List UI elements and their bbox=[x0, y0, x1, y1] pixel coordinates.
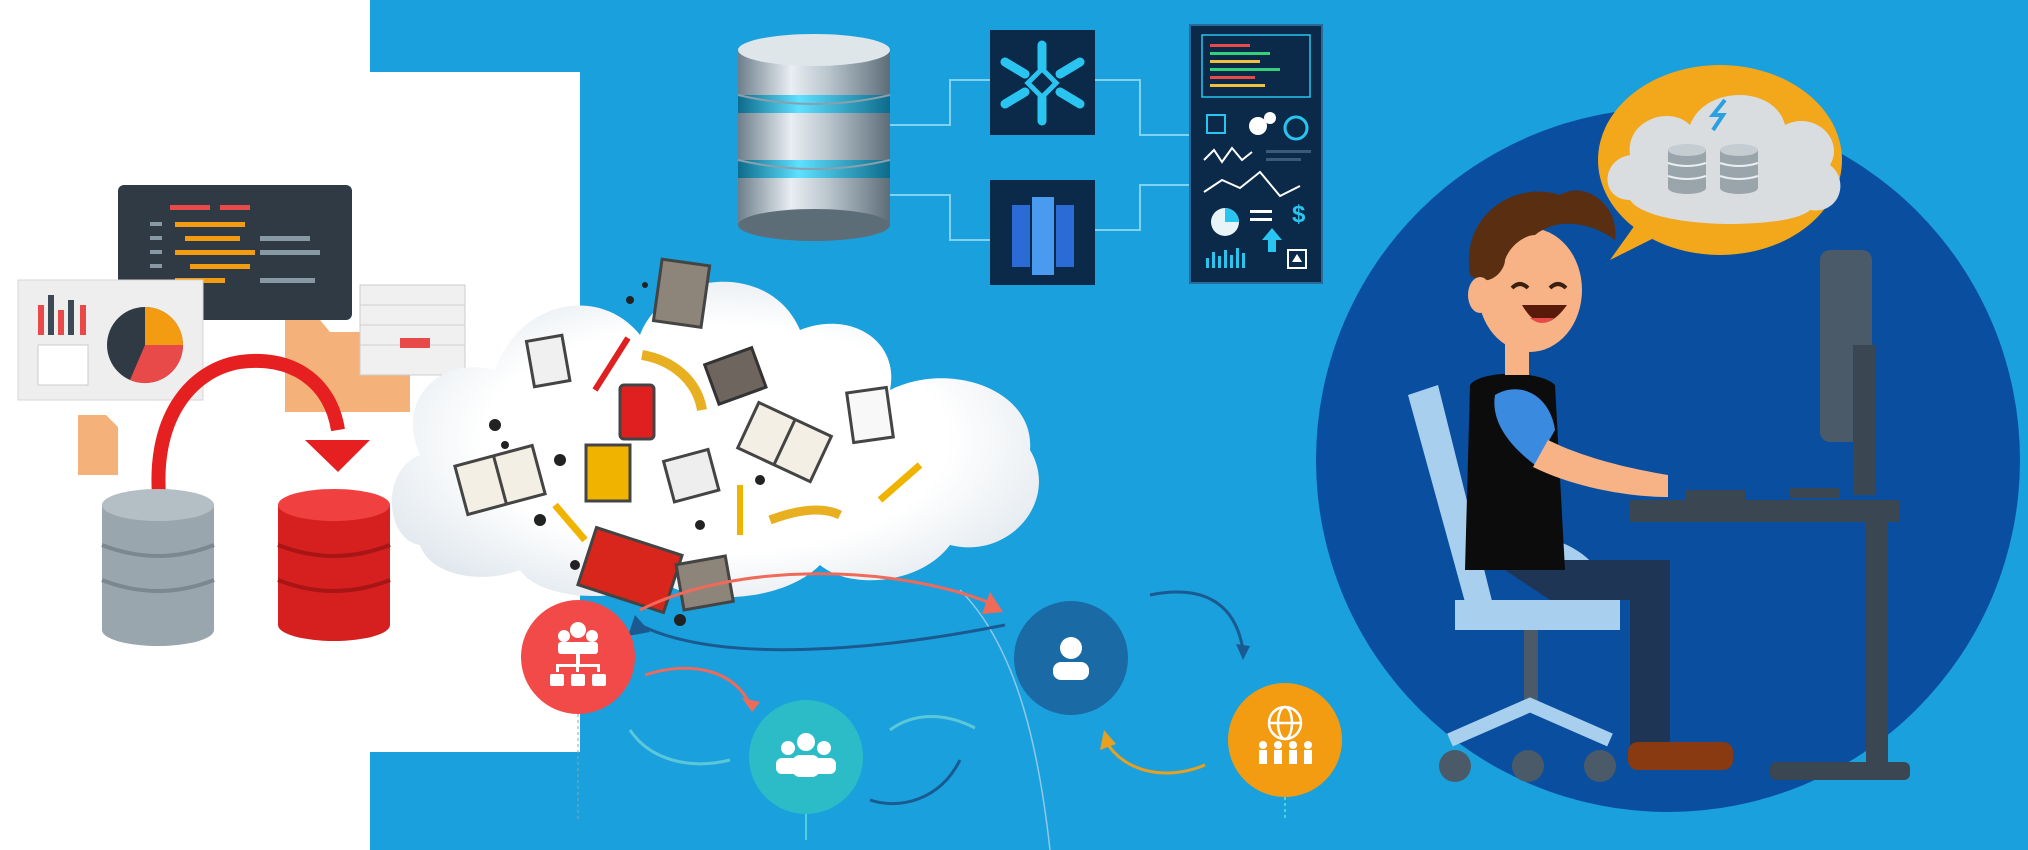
flow-arrow bbox=[869, 759, 962, 806]
redshift-icon bbox=[990, 180, 1095, 285]
developer-illustration bbox=[1408, 65, 1910, 782]
user-icon bbox=[1014, 601, 1128, 715]
gray-database-icon bbox=[101, 489, 215, 646]
group-icon bbox=[749, 700, 863, 814]
flow-arrow bbox=[1149, 590, 1245, 651]
dashboard-panel-icon: $ bbox=[1189, 24, 1323, 284]
developer-person-icon bbox=[1465, 190, 1733, 770]
white-left-area bbox=[0, 0, 370, 850]
flow-arrow bbox=[1103, 739, 1206, 775]
global-team-icon bbox=[1228, 683, 1342, 797]
books-cloud-icon bbox=[391, 257, 1039, 626]
flow-arrow bbox=[639, 623, 1006, 652]
flow-arrow bbox=[628, 729, 731, 766]
cloud-database-icon bbox=[1598, 65, 1842, 260]
dashboard-currency-text: $ bbox=[1292, 201, 1306, 228]
migration-arrow-icon bbox=[151, 353, 345, 506]
flow-arrow bbox=[889, 715, 976, 732]
warehouse-diagram: $ bbox=[737, 24, 1323, 285]
flow-arrow bbox=[639, 572, 996, 612]
workflow-nodes bbox=[521, 572, 1342, 850]
desk-icon bbox=[1630, 500, 1900, 522]
flow-arrow bbox=[644, 666, 752, 706]
database-stack-icon bbox=[737, 34, 891, 241]
snowflake-icon bbox=[990, 30, 1095, 135]
hierarchy-icon bbox=[521, 600, 635, 714]
migration-illustration bbox=[17, 185, 466, 646]
red-database-icon bbox=[277, 489, 391, 641]
file-icon bbox=[78, 415, 118, 475]
